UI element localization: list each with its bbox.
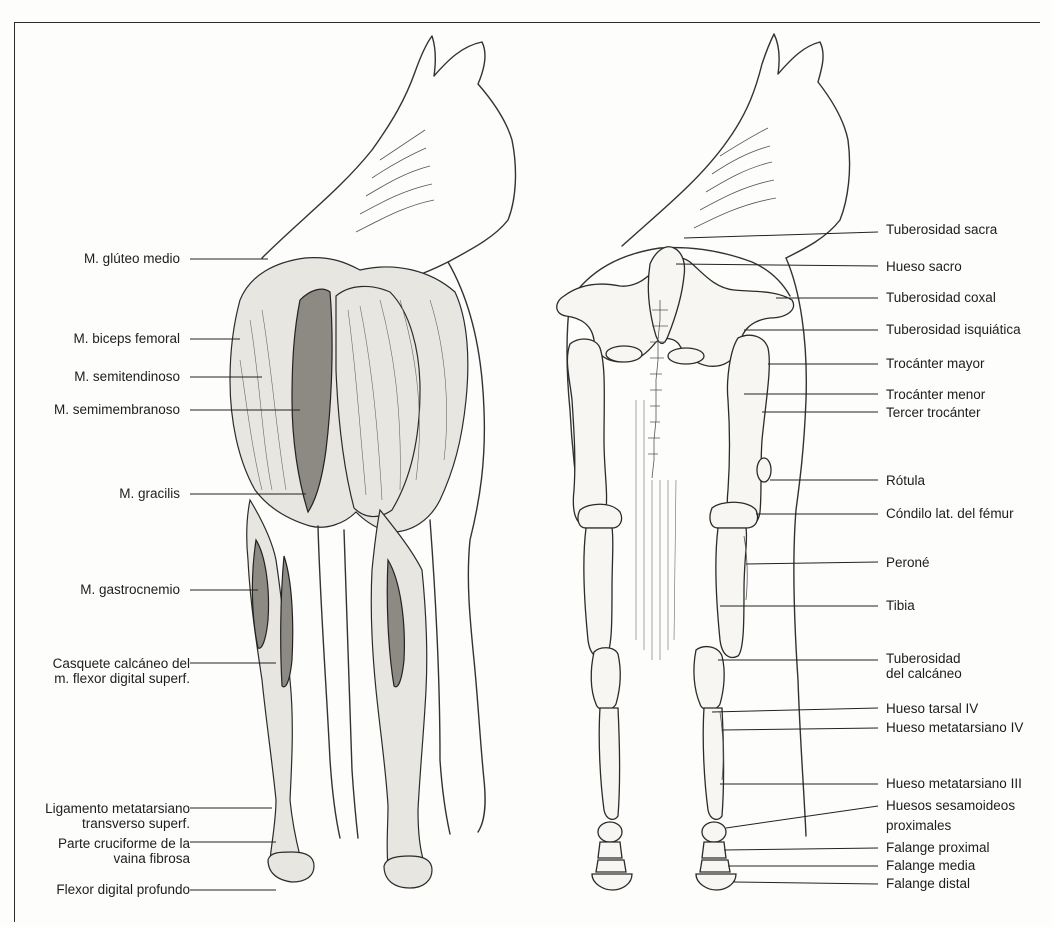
- horse-muscle-figure: [230, 36, 515, 888]
- cannon-right: [703, 708, 723, 819]
- label-tuberosidad-sacra: Tuberosidad sacra: [886, 222, 997, 237]
- patella-right: [757, 458, 771, 482]
- label-casquete-calcaneo: Casquete calcáneo del m. flexor digital …: [53, 656, 190, 686]
- left-leg-1-tendon-dark: [281, 556, 293, 687]
- label-ligamento-metatarsiano: Ligamento metatarsiano transverso superf…: [45, 801, 190, 831]
- label-tuberosidad-coxal: Tuberosidad coxal: [886, 290, 996, 305]
- label-flexor-digital-profundo: Flexor digital profundo: [56, 882, 190, 897]
- label-gracilis: M. gracilis: [119, 486, 180, 501]
- label-tibia: Tibia: [886, 598, 915, 613]
- left-horse-head-neck: [262, 36, 515, 286]
- label-hueso-metatarsiano-iii: Hueso metatarsiano III: [886, 776, 1022, 791]
- tail-shading: [636, 400, 676, 660]
- label-tuberosidad-isquiatica: Tuberosidad isquiática: [886, 322, 1021, 337]
- label-gluteo-medio: M. glúteo medio: [84, 251, 180, 266]
- knee-left: [578, 504, 622, 528]
- label-condilo-lateral-femur: Cóndilo lat. del fémur: [886, 506, 1014, 521]
- tibia-left: [584, 528, 613, 657]
- tibia-right: [716, 528, 747, 657]
- sesamoid-left: [598, 822, 622, 842]
- femur-right: [727, 335, 769, 527]
- label-rotula: Rótula: [886, 473, 925, 488]
- label-gastrocnemio: M. gastrocnemio: [80, 582, 180, 597]
- label-parte-cruciforme: Parte cruciforme de la vaina fibrosa: [58, 836, 190, 866]
- label-hueso-metatarsiano-iv: Hueso metatarsiano IV: [886, 720, 1023, 735]
- left-leg-2-hoof: [384, 856, 432, 888]
- label-trocanter-menor: Trocánter menor: [886, 387, 985, 402]
- knee-right: [710, 502, 758, 528]
- cannon-left: [599, 708, 619, 819]
- right-mane-lines: [694, 128, 776, 228]
- left-leg-1-hoof: [268, 852, 314, 882]
- label-falange-proximal: Falange proximal: [886, 840, 990, 855]
- horse-skeleton-figure: [557, 34, 850, 890]
- phalanges-left: [592, 842, 632, 890]
- label-falange-distal: Falange distal: [886, 876, 970, 891]
- label-hueso-sacro: Hueso sacro: [886, 259, 962, 274]
- label-huesos-sesamoideos: Huesos sesamoideos proximales: [886, 796, 1015, 836]
- obturator-right: [668, 348, 704, 364]
- label-semimembranoso: M. semimembranoso: [54, 402, 180, 417]
- label-tercer-trocanter: Tercer trocánter: [886, 405, 981, 420]
- label-hueso-tarsal-iv: Hueso tarsal IV: [886, 701, 978, 716]
- hock-right: [694, 647, 724, 710]
- label-trocanter-mayor: Trocánter mayor: [886, 356, 985, 371]
- label-semitendinoso: M. semitendinoso: [74, 369, 180, 384]
- label-perone: Peroné: [886, 555, 930, 570]
- femur-left: [567, 339, 606, 527]
- label-falange-media: Falange media: [886, 858, 975, 873]
- label-tuberosidad-calcaneo: Tuberosidad del calcáneo: [886, 651, 962, 681]
- hock-left: [591, 648, 620, 710]
- obturator-left: [606, 346, 642, 362]
- left-mane-lines: [356, 130, 434, 232]
- label-biceps-femoral: M. biceps femoral: [73, 331, 180, 346]
- sesamoid-right: [702, 822, 726, 842]
- left-leg-2-muscle: [371, 510, 427, 866]
